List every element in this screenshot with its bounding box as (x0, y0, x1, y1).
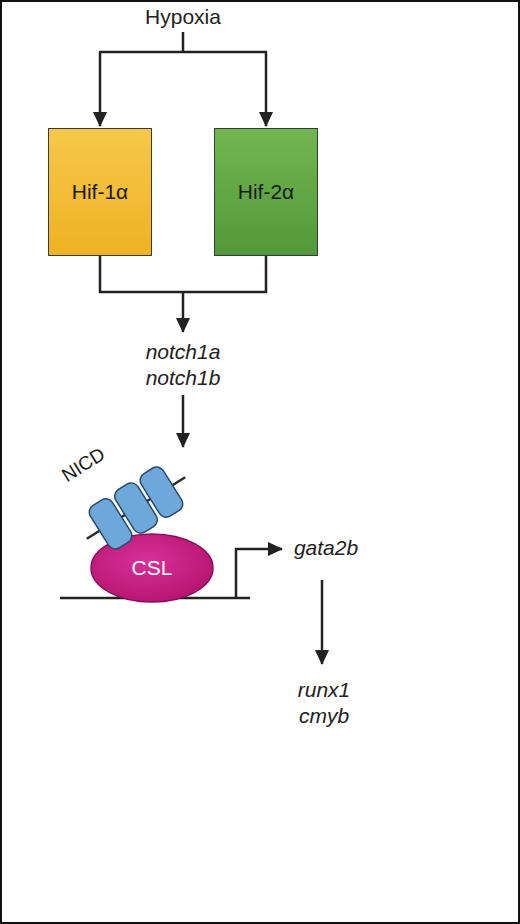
node-label: Hif-2α (238, 180, 294, 204)
arrow-line (182, 292, 185, 332)
ankyrin-repeat (137, 464, 186, 520)
factor-box: Hif-2α (214, 128, 318, 256)
arrow-line (99, 52, 102, 126)
gene-label: runx1 (224, 678, 424, 702)
gene-label: notch1a (83, 340, 283, 364)
merge-bracket (100, 256, 266, 292)
node-label: Hif-1α (72, 180, 128, 204)
factor-box: Hif-1α (48, 128, 152, 256)
promoter-arrow (236, 549, 282, 598)
gene-label: cmyb (224, 704, 424, 728)
split-stem (182, 32, 185, 52)
nicd-shape: NICD (58, 446, 198, 546)
stimulus-label: Hypoxia (83, 5, 283, 29)
domain-label: NICD (58, 443, 109, 486)
arrow-line (321, 580, 324, 664)
split-bar (99, 51, 267, 54)
gene-label: notch1b (83, 366, 283, 390)
gene-label: gata2b (226, 536, 426, 560)
arrow-line (182, 395, 185, 447)
node-label: CSL (132, 556, 173, 580)
csl-ellipse-shape (91, 534, 213, 602)
arrow-line (265, 52, 268, 126)
